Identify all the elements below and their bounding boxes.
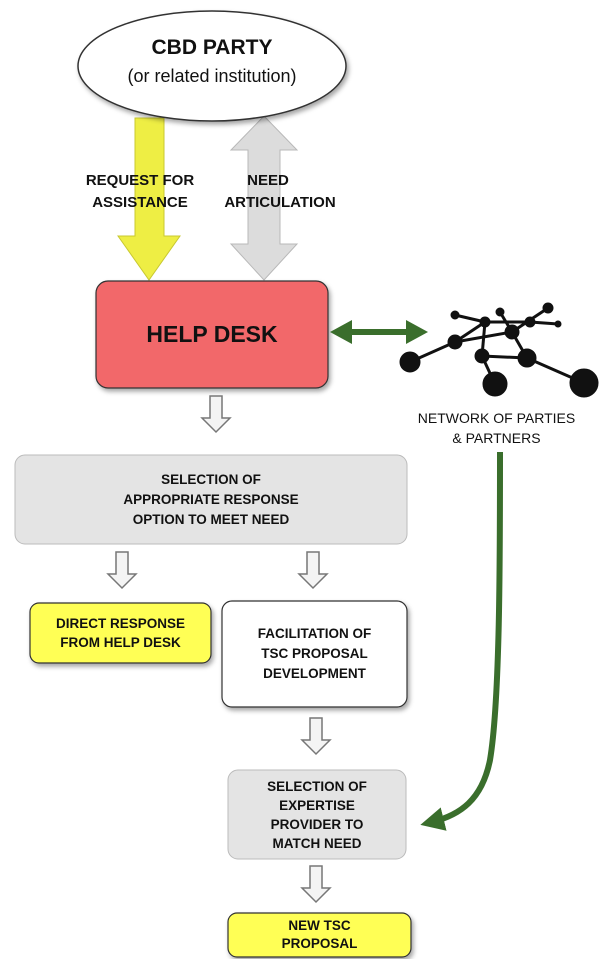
help-desk-label-box: HELP DESK	[96, 281, 328, 388]
help-desk-box	[95, 280, 329, 389]
facilitation-text: FACILITATION OF TSC PROPOSAL DEVELOPMENT	[222, 601, 407, 707]
down-arrow	[106, 551, 138, 590]
selection-expertise-line3: PROVIDER TO	[270, 816, 364, 832]
request-label-line1: REQUEST FOR	[85, 172, 195, 189]
direct-response-line1: DIRECT RESPONSE	[55, 616, 186, 631]
new-proposal-line1: NEW TSC	[288, 918, 351, 933]
need-arrow	[229, 115, 299, 281]
party-subtitle: (or related institution)	[127, 66, 297, 86]
need-label-line1: NEED	[247, 172, 289, 189]
network-label-line1: NETWORK OF PARTIES	[417, 410, 576, 426]
selection-response-line2: APPROPRIATE RESPONSE	[123, 491, 299, 507]
network-to-expertise-arrow	[420, 451, 503, 831]
down-arrow	[200, 395, 232, 434]
direct-response-line2: FROM HELP DESK	[60, 635, 181, 650]
help-desk-network-arrow	[330, 320, 428, 344]
network-label-line2: & PARTNERS	[452, 430, 541, 446]
down-arrow	[300, 865, 332, 904]
selection-response-box	[14, 454, 408, 545]
help-desk-label: HELP DESK	[146, 321, 278, 347]
request-label: REQUEST FOR ASSISTANCE	[55, 170, 225, 214]
selection-expertise-line1: SELECTION OF	[267, 778, 367, 794]
down-arrow	[297, 551, 329, 590]
direct-response-box	[29, 602, 212, 664]
facilitation-line2: TSC PROPOSAL	[261, 646, 368, 661]
selection-response-text: SELECTION OF APPROPRIATE RESPONSE OPTION…	[15, 455, 407, 544]
facilitation-box	[221, 600, 408, 708]
new-proposal-text: NEW TSC PROPOSAL	[228, 913, 411, 957]
new-proposal-line2: PROPOSAL	[281, 936, 358, 951]
request-label-line2: ASSISTANCE	[92, 194, 188, 211]
new-proposal-box	[227, 912, 412, 958]
down-arrow	[300, 717, 332, 756]
selection-expertise-line4: MATCH NEED	[272, 835, 362, 851]
network-label: NETWORK OF PARTIES & PARTNERS	[390, 408, 603, 448]
selection-expertise-text: SELECTION OF EXPERTISE PROVIDER TO MATCH…	[228, 770, 406, 859]
selection-response-line1: SELECTION OF	[161, 471, 261, 487]
network-icon	[399, 302, 599, 398]
selection-response-line3: OPTION TO MEET NEED	[132, 511, 290, 527]
need-label: NEED ARTICULATION	[200, 170, 360, 214]
need-label-line2: ARTICULATION	[224, 194, 336, 211]
selection-expertise-box	[227, 769, 407, 860]
selection-expertise-line2: EXPERTISE	[279, 797, 355, 813]
facilitation-line3: DEVELOPMENT	[263, 666, 366, 681]
facilitation-line1: FACILITATION OF	[257, 626, 372, 641]
direct-response-text: DIRECT RESPONSE FROM HELP DESK	[30, 603, 211, 663]
party-title: CBD PARTY	[151, 36, 273, 59]
request-arrow	[117, 117, 181, 281]
cbd-party-ellipse	[77, 10, 347, 122]
